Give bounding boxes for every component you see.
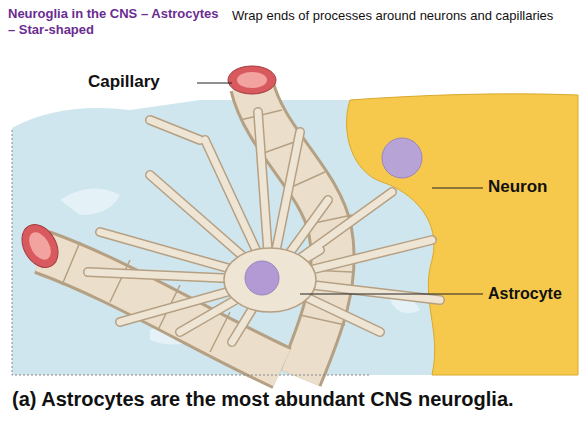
- astrocyte-process-outline: [88, 112, 440, 342]
- astrocyte-process: [88, 112, 440, 342]
- panel-border: [12, 130, 370, 375]
- astrocyte-body: [224, 248, 316, 312]
- capillary-lumen: [15, 218, 66, 274]
- neuron-nucleus: [382, 138, 422, 178]
- part-label: Capillary: [88, 72, 160, 92]
- figure-caption: (a) Astrocytes are the most abundant CNS…: [12, 387, 514, 411]
- diagram-title: Neuroglia in the CNS – Astrocytes – Star…: [8, 6, 220, 37]
- astrocyte-nucleus: [245, 261, 279, 295]
- capillary-lumen-inner: [25, 229, 56, 264]
- part-label: Neuron: [488, 177, 548, 197]
- leader-lines: [197, 83, 483, 294]
- note-text: Wrap ends of processes around neurons an…: [232, 8, 562, 24]
- capillary-lumen-inner: [237, 72, 267, 88]
- capillary-lumen: [228, 66, 276, 94]
- part-label: Astrocyte: [488, 284, 562, 303]
